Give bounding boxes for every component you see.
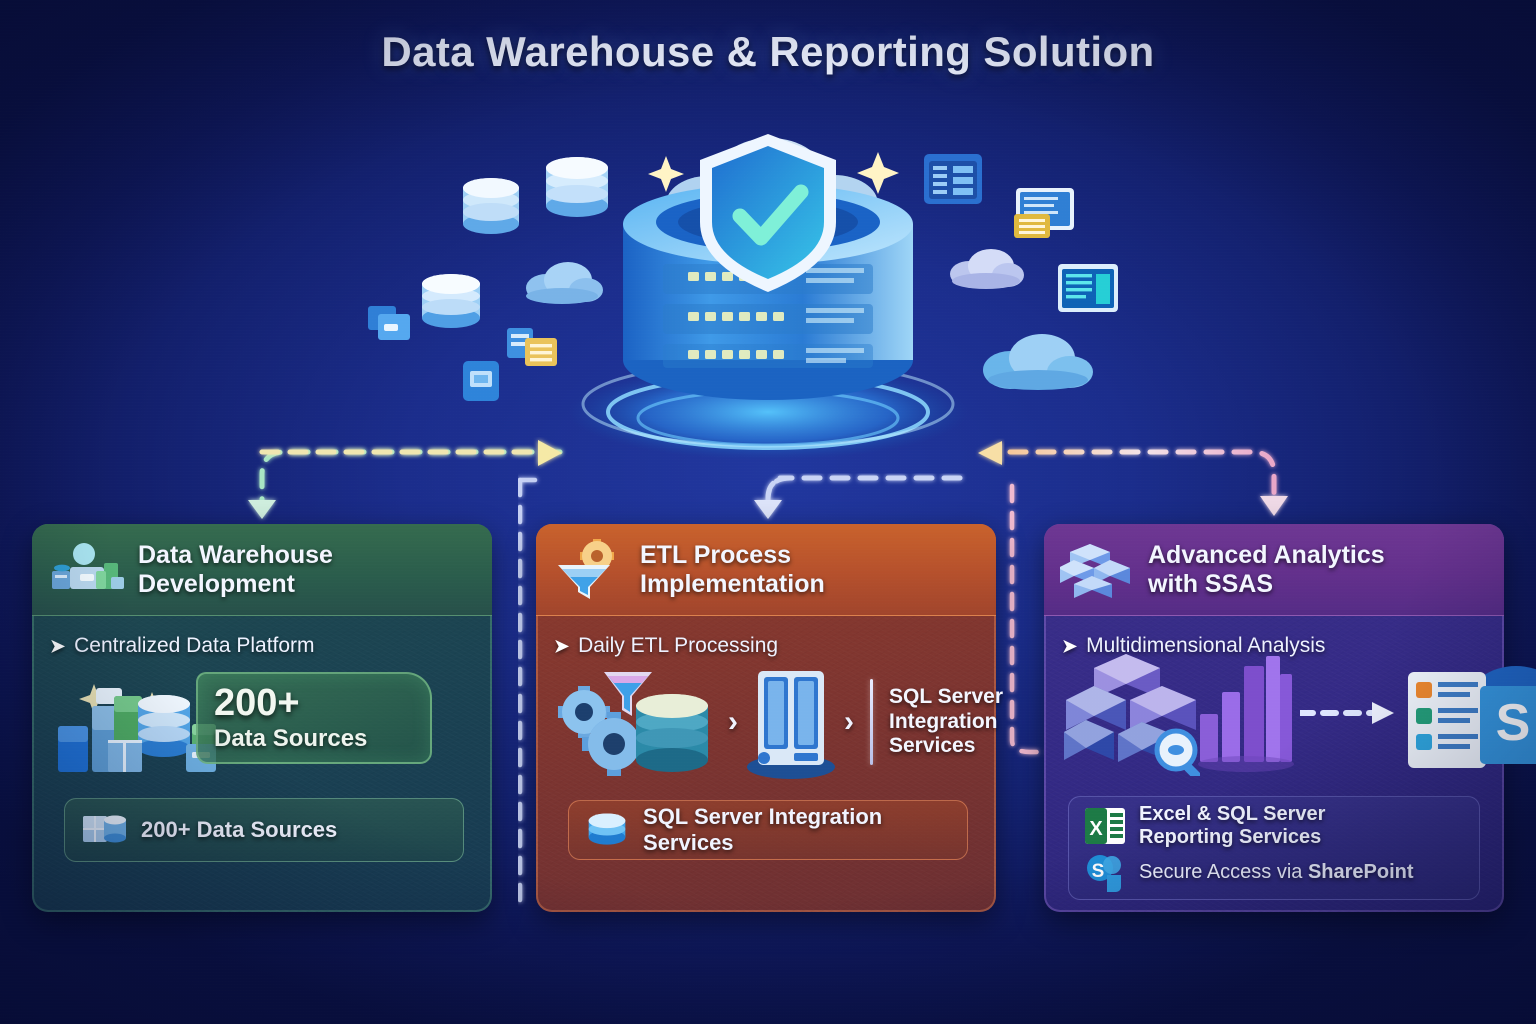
- panel-etl-header: ETL Process Implementation: [536, 524, 996, 616]
- database-cylinder-icon: [463, 178, 519, 234]
- panel-dw-bullet: ➤ Centralized Data Platform: [50, 634, 315, 657]
- svg-text:S: S: [1092, 861, 1105, 882]
- sharepoint-icon: S: [1480, 686, 1536, 764]
- connector-ssas-to-hub: [978, 441, 1002, 465]
- database-icon: [588, 813, 626, 845]
- screen-document-icon: [463, 361, 499, 401]
- chevron-right-icon: ›: [844, 705, 854, 738]
- chip-ssas-row-reporting: X Excel & SQL Server Reporting Services: [1083, 803, 1465, 849]
- connector-hub-to-dw: [248, 449, 563, 519]
- svg-text:S: S: [1496, 694, 1531, 752]
- report-window-icon: [1058, 264, 1118, 312]
- chip-ssas-row-sharepoint: S Secure Access via SharePoint: [1083, 853, 1465, 893]
- svg-text:X: X: [1089, 818, 1103, 840]
- server-tower-icon: [747, 671, 835, 779]
- magnifier-icon: [1154, 728, 1200, 776]
- sharepoint-icon: S: [1087, 854, 1121, 892]
- panel-etl-title: ETL Process Implementation: [640, 541, 825, 598]
- database-cubes-icon: [83, 815, 126, 843]
- connector-hub-to-etl: [754, 475, 963, 519]
- ssas-flow-row: S: [1064, 650, 1536, 776]
- report-window-icon: [1014, 188, 1074, 238]
- database-cylinder-icon: [422, 274, 480, 328]
- excel-icon: X: [1085, 808, 1125, 844]
- chip-reporting-and-sharepoint[interactable]: X Excel & SQL Server Reporting Services …: [1068, 796, 1480, 900]
- dashed-arrow-right-icon: [1300, 702, 1394, 724]
- gears-funnel-database-icon: [558, 672, 708, 776]
- panel-dw-title: Data Warehouse Development: [138, 541, 333, 598]
- chip-ssas-reporting-label: Excel & SQL Server Reporting Services: [1139, 803, 1326, 848]
- connector-hub-to-ssas: [1007, 449, 1288, 516]
- window-document-icon: [368, 306, 410, 340]
- chip-dw-label: 200+ Data Sources: [141, 817, 338, 842]
- cube-stack-icon: [1064, 654, 1200, 776]
- panel-ssas-title: Advanced Analytics with SSAS: [1148, 541, 1385, 598]
- cloud-icon: [983, 334, 1093, 390]
- page-title: Data Warehouse & Reporting Solution: [381, 28, 1155, 75]
- bar-chart-icon: [1198, 656, 1294, 772]
- chip-ssas-sharepoint-prefix: Secure Access via: [1139, 861, 1308, 884]
- etl-flow-label: SQL Server Integration Services: [889, 685, 1004, 758]
- chevron-right-icon: ➤: [50, 636, 66, 656]
- panel-etl-bullet: ➤ Daily ETL Processing: [554, 634, 779, 657]
- chevron-right-icon: ›: [728, 705, 738, 738]
- chip-ssas-sharepoint-bold: SharePoint: [1307, 861, 1414, 884]
- etl-flow-row: › › SQL Server Integration Services: [556, 664, 1003, 780]
- chevron-right-icon: ➤: [554, 636, 570, 656]
- chip-ssis[interactable]: SQL Server Integration Services: [568, 800, 968, 860]
- callout-200-plus-data-sources: 200+ Data Sources: [196, 672, 432, 764]
- chip-data-sources[interactable]: 200+ Data Sources: [64, 798, 464, 862]
- gear-funnel-icon: [558, 538, 614, 599]
- olap-cube-icon: [1060, 543, 1130, 598]
- chip-ssas-sharepoint-label: Secure Access via SharePoint: [1139, 861, 1414, 884]
- callout-label: Data Sources: [214, 724, 368, 752]
- panel-ssas-header: Advanced Analytics with SSAS: [1044, 524, 1504, 616]
- report-sharepoint-cloud-icon: S: [1408, 666, 1536, 768]
- callout-value: 200+: [214, 681, 300, 724]
- central-data-warehouse: [558, 112, 978, 462]
- connector-dw-to-hub: [259, 440, 562, 466]
- flow-divider: [870, 679, 873, 765]
- panel-dw-header: Data Warehouse Development: [32, 524, 492, 616]
- data-platform-icon: [52, 542, 124, 589]
- file-stack-icon: [507, 328, 557, 366]
- chip-etl-label: SQL Server Integration Services: [643, 804, 883, 855]
